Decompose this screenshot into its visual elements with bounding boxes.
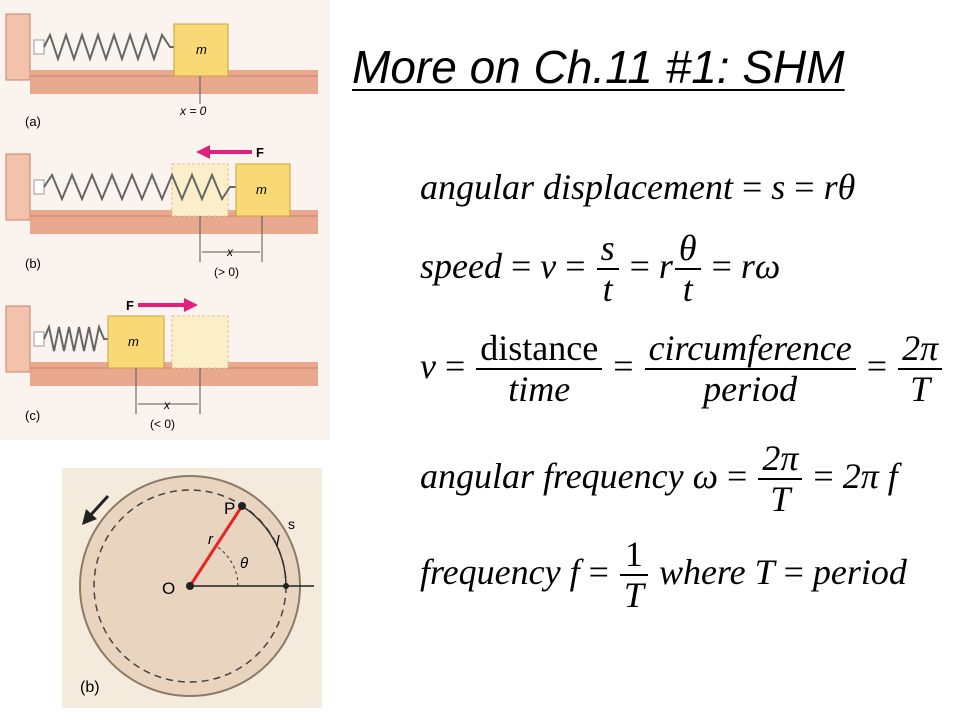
panel-a: m x = 0 (a) bbox=[5, 13, 318, 129]
ghost-block-c bbox=[171, 315, 229, 369]
panel-a-label: (a) bbox=[25, 114, 41, 129]
eq2-equals-a: = bbox=[501, 245, 541, 286]
panel-b-label: (b) bbox=[25, 256, 41, 271]
arc-length bbox=[241, 505, 287, 587]
eq4-rhs: 2π f bbox=[842, 455, 898, 496]
eq2-equals-b: = bbox=[556, 245, 595, 286]
eq2-f1-den: t bbox=[602, 268, 613, 309]
x-label-c: x bbox=[163, 398, 171, 412]
circle-panel-label: (b) bbox=[80, 679, 100, 696]
spring-c bbox=[43, 323, 108, 352]
eq2-lhs: speed bbox=[420, 245, 502, 286]
radius-line bbox=[188, 505, 244, 587]
eq5-f1-den: T bbox=[623, 574, 644, 615]
x-label-b: x bbox=[226, 245, 234, 259]
arc-s-label: s bbox=[288, 516, 295, 532]
mass-block-b bbox=[235, 163, 291, 217]
angle-theta-label: θ bbox=[240, 555, 248, 572]
eq4-equals-a: = bbox=[718, 455, 757, 496]
eq3-equals-b: = bbox=[604, 345, 643, 386]
angle-arc bbox=[215, 545, 239, 587]
eq2-rhs: rω bbox=[740, 245, 781, 286]
eq4-lhs: angular frequency ω bbox=[420, 455, 719, 496]
equation-angular-displacement: angular displacement = s = rθ bbox=[420, 166, 855, 208]
panel-c: m F x (< 0) (c) bbox=[5, 298, 318, 431]
panel-b: m F x (> 0) (b) bbox=[5, 145, 318, 279]
eq3-f3-num: 2π bbox=[898, 329, 943, 370]
slide-title: More on Ch.11 #1: SHM bbox=[352, 41, 845, 93]
eq1-equals-2: = bbox=[785, 167, 824, 207]
eq3-f1-num: distance bbox=[476, 329, 603, 370]
force-label-c: F bbox=[126, 298, 134, 313]
spring-mass-figure: m x = 0 (a) m F x (> 0) (b) m F bbox=[0, 0, 330, 440]
eq2-equals-c: = bbox=[620, 245, 659, 286]
arc-l-label: l bbox=[276, 533, 280, 550]
panel-c-label: (c) bbox=[25, 408, 40, 423]
eq1-lhs: angular displacement bbox=[420, 167, 733, 207]
eq3-f1-den: time bbox=[508, 368, 571, 409]
eq5-where: where T bbox=[649, 551, 775, 592]
point-p-label: P bbox=[224, 499, 235, 518]
eq2-v: v bbox=[540, 245, 557, 286]
eq4-equals-b: = bbox=[804, 455, 843, 496]
radius-r-label: r bbox=[208, 531, 214, 548]
eq5-equals-b: = bbox=[774, 551, 813, 592]
eq3-equals-a: = bbox=[435, 345, 475, 386]
eq1-equals: = bbox=[732, 167, 772, 207]
eq5-f1-num: 1 bbox=[619, 535, 648, 576]
x-negative-label: (< 0) bbox=[150, 417, 175, 431]
eq3-equals-c: = bbox=[857, 345, 897, 386]
eq2-r: r bbox=[658, 245, 673, 286]
eq1-rhs: rθ bbox=[823, 167, 856, 207]
origin-o-label: O bbox=[162, 579, 175, 598]
eq5-rhs: period bbox=[812, 551, 907, 592]
eq3-f2-num: circumference bbox=[644, 329, 856, 370]
eq4-f1-num: 2π bbox=[758, 439, 803, 480]
eq3-f3-den: T bbox=[910, 368, 931, 409]
spring-a bbox=[43, 31, 176, 63]
spring-b bbox=[43, 172, 236, 202]
eq5-lhs: frequency f bbox=[420, 551, 580, 592]
x-positive-label: (> 0) bbox=[214, 265, 239, 279]
mass-block-a bbox=[173, 23, 229, 77]
eq2-f1-num: s bbox=[596, 229, 619, 270]
ghost-block-b bbox=[171, 163, 229, 217]
eq3-v: v bbox=[420, 345, 436, 386]
eq2-f2-num: θ bbox=[674, 229, 701, 270]
x-zero-label: x = 0 bbox=[179, 104, 207, 118]
eq2-f2-den: t bbox=[682, 268, 693, 309]
eq1-s: s bbox=[771, 167, 786, 207]
mass-label-c: m bbox=[128, 334, 139, 349]
eq3-f2-den: period bbox=[703, 368, 798, 409]
force-label-b: F bbox=[256, 145, 264, 160]
circular-motion-figure: P O r θ l s (b) bbox=[62, 468, 322, 708]
eq4-f1-den: T bbox=[770, 478, 791, 519]
mass-label-b: m bbox=[256, 182, 267, 197]
eq5-equals-a: = bbox=[579, 551, 618, 592]
mass-label-a: m bbox=[196, 42, 207, 57]
mass-block-c bbox=[107, 315, 165, 369]
eq2-equals-d: = bbox=[702, 245, 741, 286]
